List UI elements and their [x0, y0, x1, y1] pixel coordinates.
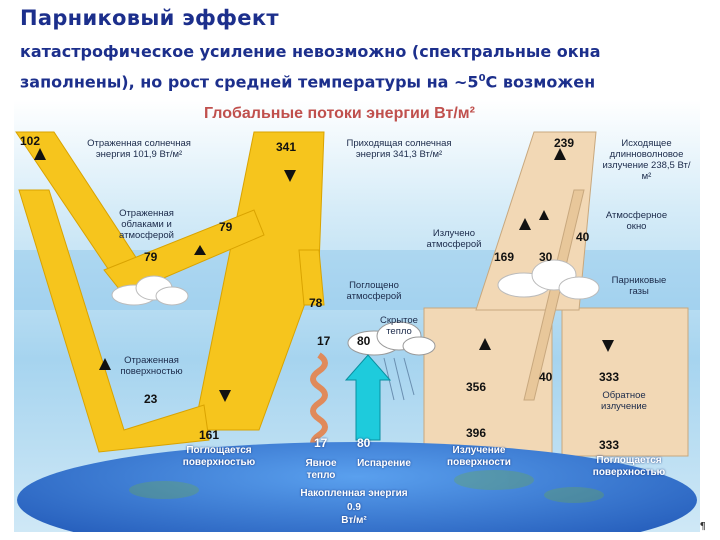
value-evaporation-80: 80 [357, 436, 370, 450]
value-absorbed-161: 161 [199, 428, 219, 442]
label-net-unit: Вт/м² [329, 515, 379, 527]
value-absorbed-78: 78 [309, 296, 322, 310]
value-emitted-169: 169 [494, 250, 514, 264]
value-window-40: 40 [576, 230, 589, 244]
label-reflected-solar: Отраженная солнечная энергия 101,9 Вт/м² [84, 138, 194, 160]
value-surface-356: 356 [466, 380, 486, 394]
value-absorbed-333: 333 [599, 438, 619, 452]
label-absorbed-surface-right: Поглощается поверхностью [574, 455, 684, 479]
label-net-value: 0.9 [334, 502, 374, 514]
value-thermal-17: 17 [317, 334, 330, 348]
subtitle-superscript: 0 [479, 73, 486, 84]
value-clouds-79-b: 79 [144, 250, 157, 264]
label-latent-heat: Скрытое тепло [374, 315, 424, 337]
value-clouds-79-a: 79 [219, 220, 232, 234]
diagram-title: Глобальные потоки энергии Вт/м² [204, 105, 475, 123]
energy-flow-diagram: Глобальные потоки энергии Вт/м² Отраженн… [14, 100, 700, 532]
label-evaporation: Испарение [349, 458, 419, 470]
label-reflected-clouds: Отраженная облаками и атмосферой [99, 208, 194, 241]
label-outgoing-longwave: Исходящее длинноволновое излучение 238,5… [599, 138, 694, 182]
value-window-30: 30 [539, 250, 552, 264]
label-absorbed-atmosphere: Поглощено атмосферой [334, 280, 414, 302]
label-absorbed-surface-left: Поглощается поверхностью [169, 445, 269, 469]
value-incoming: 341 [276, 140, 296, 154]
label-greenhouse-gases: Парниковые газы [604, 275, 674, 297]
value-surface-396: 396 [466, 426, 486, 440]
value-latent-80: 80 [357, 334, 370, 348]
value-side-40: 40 [539, 370, 552, 384]
pilcrow-mark: ¶ [700, 521, 706, 532]
label-back-radiation: Обратное излучение [589, 390, 659, 412]
value-sensible-17: 17 [314, 436, 327, 450]
label-reflected-surface: Отраженная поверхностью [109, 355, 194, 377]
value-reflected-total: 102 [20, 134, 40, 148]
value-outgoing: 239 [554, 136, 574, 150]
label-surface-radiation: Излучение поверхности [429, 445, 529, 469]
label-atmospheric-window: Атмосферное окно [599, 210, 674, 232]
value-surface-reflected-23: 23 [144, 392, 157, 406]
label-incoming-solar: Приходящая солнечная энергия 341,3 Вт/м² [344, 138, 454, 160]
label-sensible-heat: Явное тепло [296, 458, 346, 482]
label-net-absorbed: Накопленная энергия [284, 488, 424, 500]
value-back-333: 333 [599, 370, 619, 384]
slide-title: Парниковый эффект [20, 6, 279, 30]
subtitle-end: C возможен [486, 72, 596, 91]
back-radiation-column [562, 308, 688, 456]
label-emitted-atmosphere: Излучено атмосферой [419, 228, 489, 250]
slide-subtitle: катастрофическое усиление невозможно (сп… [20, 38, 700, 95]
